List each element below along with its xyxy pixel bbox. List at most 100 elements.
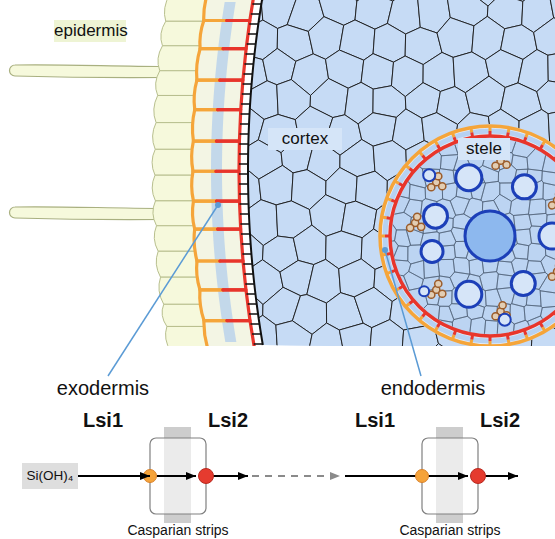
transport-scheme bbox=[144, 427, 519, 523]
tissue-label: epidermis bbox=[54, 20, 126, 41]
wall-tick bbox=[248, 33, 257, 35]
efflux-transporter bbox=[471, 469, 486, 484]
stele-cell bbox=[481, 181, 500, 202]
stele-cell bbox=[409, 184, 425, 201]
wall-tick bbox=[243, 263, 252, 265]
epidermis-cell bbox=[162, 304, 204, 326]
wall-tick bbox=[239, 143, 248, 145]
lsi2-membrane bbox=[216, 110, 240, 141]
xylem-vessel bbox=[539, 223, 555, 249]
stele-cell bbox=[528, 199, 545, 215]
wall-tick bbox=[242, 253, 251, 255]
cell-node: Lsi1Lsi2Casparian strips bbox=[340, 438, 520, 514]
wall-tick bbox=[246, 293, 255, 295]
lsi2-membrane bbox=[227, 0, 255, 21]
phloem bbox=[407, 151, 555, 320]
stele-cell bbox=[438, 291, 452, 307]
lsi1-membrane bbox=[192, 141, 217, 171]
metaxylem bbox=[465, 211, 515, 261]
stele-cell bbox=[514, 214, 532, 230]
epidermis-cell bbox=[156, 71, 197, 96]
wall-tick bbox=[248, 303, 257, 305]
stele-cell bbox=[540, 291, 555, 308]
lsi1-membrane bbox=[192, 110, 217, 141]
wall-tick bbox=[239, 173, 248, 175]
epidermis-cell bbox=[153, 123, 194, 150]
lsi1-membrane bbox=[197, 49, 224, 80]
wall-tick bbox=[240, 203, 249, 205]
exodermis-cells bbox=[192, 0, 255, 346]
molecule-name: Si(OH)₄ bbox=[22, 468, 78, 484]
lsi1-membrane bbox=[204, 0, 232, 21]
epidermis-cell bbox=[153, 201, 194, 226]
epidermis-cell bbox=[152, 175, 192, 201]
wall-tick bbox=[243, 83, 252, 85]
flow-arrow bbox=[78, 475, 150, 477]
lsi1-membrane bbox=[194, 229, 220, 261]
lsi2-membrane bbox=[223, 290, 250, 321]
endodermis-walls bbox=[380, 126, 555, 346]
phloem-cell bbox=[492, 162, 499, 169]
stele-cell bbox=[514, 229, 531, 246]
phloem-cell bbox=[428, 184, 435, 191]
wall-tick bbox=[239, 193, 248, 195]
phloem-cell bbox=[407, 224, 414, 231]
stele-surround bbox=[378, 124, 555, 346]
wall-tick bbox=[242, 93, 251, 95]
wall-tick bbox=[241, 233, 250, 235]
root-hair bbox=[10, 207, 162, 220]
wall-tick bbox=[240, 123, 249, 125]
tissue-label: stele bbox=[458, 138, 510, 159]
wall-tick bbox=[244, 63, 253, 65]
wall-tick bbox=[241, 103, 250, 105]
wall-tick bbox=[245, 283, 254, 285]
lsi1-membrane bbox=[204, 321, 232, 346]
flow-arrow bbox=[252, 475, 340, 477]
cortex-cell bbox=[537, 81, 555, 114]
xylem-vessel bbox=[423, 169, 435, 181]
epidermis-cell bbox=[152, 149, 192, 175]
lsi2-membrane bbox=[216, 141, 239, 171]
transporter-name: Lsi2 bbox=[200, 408, 256, 432]
cortex-cell bbox=[293, 225, 326, 265]
wall-tick bbox=[244, 273, 253, 275]
stele-cell bbox=[409, 260, 425, 279]
layer-label: endodermis bbox=[363, 376, 503, 401]
lsi2-membrane bbox=[218, 80, 243, 110]
wall-tick bbox=[243, 73, 252, 75]
transporter-name: Lsi2 bbox=[472, 408, 528, 432]
cortex-cell bbox=[276, 321, 312, 346]
wall-tick bbox=[241, 113, 250, 115]
stele bbox=[375, 121, 555, 346]
transport-arrow bbox=[157, 475, 196, 477]
lsi2-membrane bbox=[220, 261, 246, 290]
cortex-cell bbox=[418, 344, 456, 346]
cortex-cell bbox=[339, 323, 371, 346]
lsi2-membrane bbox=[216, 171, 239, 201]
lsi1-membrane bbox=[197, 261, 223, 290]
lsi1-membrane bbox=[200, 21, 227, 49]
wall-tick bbox=[242, 243, 251, 245]
xylem bbox=[419, 165, 555, 326]
stele-cell bbox=[480, 272, 499, 291]
wall-tick bbox=[240, 223, 249, 225]
wall-tick bbox=[252, 3, 261, 5]
stele-cell bbox=[543, 183, 555, 200]
lsi1-membrane bbox=[194, 80, 220, 110]
transporter-name: Lsi1 bbox=[75, 408, 131, 432]
wall-tick bbox=[240, 133, 249, 135]
strip-caption: Casparian strips bbox=[113, 522, 243, 539]
wall-tick bbox=[250, 323, 259, 325]
xylem-vessel bbox=[421, 241, 443, 263]
phloem-cell bbox=[549, 202, 555, 209]
cortex-cell bbox=[370, 320, 404, 346]
leader-dot bbox=[215, 202, 221, 208]
wall-tick bbox=[249, 313, 258, 315]
epidermis-cell bbox=[154, 95, 195, 122]
wall-tick bbox=[252, 333, 261, 335]
xylem-vessel bbox=[456, 165, 482, 191]
strip-caption: Casparian strips bbox=[385, 522, 515, 539]
molecule-box: Si(OH)₄ bbox=[22, 463, 78, 489]
